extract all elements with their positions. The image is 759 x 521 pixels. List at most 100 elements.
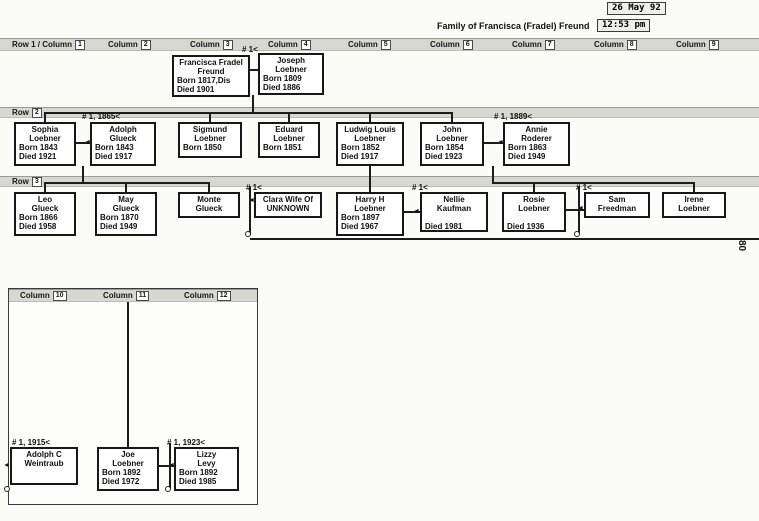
connector-line (533, 182, 535, 192)
column-number: 7 (544, 40, 555, 50)
column-number: 1 (75, 40, 85, 50)
person-name: Glueck (31, 204, 59, 213)
column-number: 10 (52, 291, 67, 301)
marriage-tag: # 1< (576, 183, 592, 192)
connector-line (82, 166, 84, 183)
person-box-monte-glueck: Monte Glueck (178, 192, 240, 218)
person-box-francisca-freund: Francisca Fradel Freund Born 1817,Dis Di… (172, 55, 250, 97)
person-name: Eduard (275, 125, 303, 134)
person-box-irene-loebner: Irene Loebner (662, 192, 726, 218)
person-vitals: Died 1917 (341, 152, 379, 161)
person-name: Sam (608, 195, 626, 204)
person-vitals: Died 1901 (177, 85, 215, 94)
column-header-strip-2 (9, 289, 257, 302)
continuation-marker-icon (574, 231, 580, 237)
person-vitals: Born 1854 (425, 143, 464, 152)
connector-line (492, 166, 494, 183)
person-name: Monte (197, 195, 221, 204)
person-name: Leo (37, 195, 53, 204)
continuation-marker-icon (165, 486, 171, 492)
row-label: Row (12, 108, 29, 117)
person-box-clara-wife-of-unknown: Clara Wife Of UNKNOWN (254, 192, 322, 218)
person-box-rosie-loebner: Rosie Loebner Died 1936 (502, 192, 566, 232)
person-name: Levy (197, 459, 216, 468)
column-label: Row 1 / Column (12, 40, 72, 49)
connector-line (252, 95, 254, 113)
connector-line (249, 186, 251, 234)
person-name: Loebner (112, 459, 144, 468)
person-name: Sigmund (192, 125, 228, 134)
person-box-sigmund-loebner: Sigmund Loebner Born 1850 (178, 122, 242, 158)
date-stamp: 26 May 92 (607, 2, 666, 15)
person-name: Loebner (273, 134, 305, 143)
spouse-arrow-icon: ◄ (413, 208, 420, 215)
person-name: Loebner (275, 65, 307, 74)
person-vitals: Born 1843 (95, 143, 134, 152)
person-name: Clara Wife Of (262, 195, 314, 204)
column-label: Column (430, 40, 460, 49)
person-name: John (442, 125, 462, 134)
person-box-eduard-loebner: Eduard Loebner Born 1851 (258, 122, 320, 158)
person-box-leo-glueck: Leo Glueck Born 1866 Died 1958 (14, 192, 76, 236)
person-vitals: Born 1850 (183, 143, 222, 152)
row-number: 3 (31, 177, 42, 187)
connector-line (404, 211, 420, 213)
spouse-arrow-icon: ◄ (577, 205, 584, 212)
column-number: 8 (626, 40, 637, 50)
person-vitals: Died 1958 (19, 222, 57, 231)
row-label: Row (12, 177, 29, 186)
continuation-marker-icon (245, 231, 251, 237)
person-vitals: Died 1886 (263, 83, 301, 92)
person-box-ludwig-louis-loebner: Ludwig Louis Loebner Born 1852 Died 1917 (336, 122, 404, 166)
person-box-harry-h-loebner: Harry H Loebner Born 1897 Died 1967 (336, 192, 404, 236)
person-vitals: Born 1870 (100, 213, 139, 222)
person-name: Nellie (443, 195, 465, 204)
column-label: Column (348, 40, 378, 49)
column-label: Column (103, 291, 133, 300)
person-box-nellie-kaufman: Nellie Kaufman Died 1981 (420, 192, 488, 232)
marriage-tag: # 1, 1889< (494, 112, 533, 121)
person-box-adolph-glueck: Adolph Glueck Born 1843 Died 1917 (90, 122, 156, 166)
marriage-tag: # 1< (246, 183, 262, 192)
column-number: 4 (300, 40, 311, 50)
person-name: Joseph (276, 56, 305, 65)
person-vitals: Born 1892 (102, 468, 141, 477)
column-label: Column (20, 291, 50, 300)
person-name: Ludwig Louis (344, 125, 396, 134)
column-number: 9 (708, 40, 719, 50)
person-name: Kaufman (436, 204, 472, 213)
person-name: Adolph C (26, 450, 62, 459)
column-label: Column (676, 40, 706, 49)
person-name: Joe (121, 450, 135, 459)
person-vitals: Born 1892 (179, 468, 218, 477)
person-name: Loebner (194, 134, 226, 143)
person-vitals: Died 1921 (19, 152, 57, 161)
person-vitals: Born 1817,Dis (177, 76, 231, 85)
person-name: Rosie (523, 195, 545, 204)
person-name: Loebner (436, 134, 468, 143)
person-name: Loebner (354, 204, 386, 213)
person-vitals: Died 1967 (341, 222, 379, 231)
marriage-tag: # 1< (242, 45, 258, 54)
person-vitals: Died 1981 (425, 222, 463, 231)
person-vitals: Born 1851 (263, 143, 302, 152)
column-number: 6 (462, 40, 473, 50)
person-name: UNKNOWN (266, 204, 310, 213)
connector-line (578, 186, 580, 234)
person-vitals (422, 213, 486, 222)
connector-line (44, 112, 453, 114)
person-vitals: Died 1949 (508, 152, 546, 161)
column-number: 11 (135, 291, 150, 301)
page-title: Family of Francisca (Fradel) Freund (437, 21, 590, 31)
person-name: Loebner (518, 204, 550, 213)
column-label: Column (190, 40, 220, 49)
row-3-strip (0, 176, 759, 187)
person-vitals: Born 1809 (263, 74, 302, 83)
connector-line (566, 209, 584, 211)
